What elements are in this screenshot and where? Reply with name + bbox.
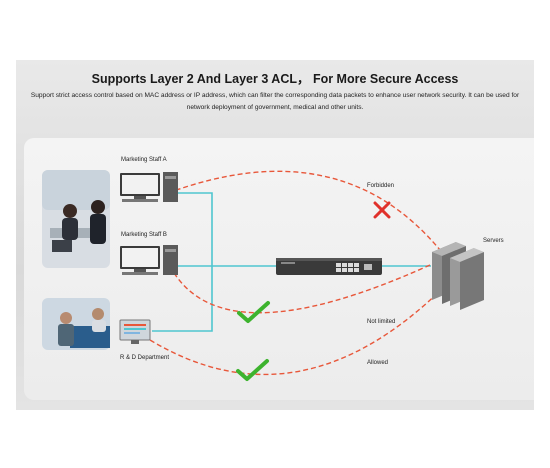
computer-icon xyxy=(120,172,178,202)
office-staff-photo xyxy=(42,170,110,268)
node-label-marketing-staff-b: Marketing Staff B xyxy=(121,232,167,238)
node-label-rd-department: R & D Department xyxy=(120,355,170,361)
path-label-allowed: Allowed xyxy=(367,360,389,366)
computer-icon xyxy=(120,245,178,275)
switch-links xyxy=(152,192,431,332)
node-label-marketing-staff-a: Marketing Staff A xyxy=(121,157,167,163)
switch-icon xyxy=(276,258,382,275)
node-label-servers: Servers xyxy=(483,238,504,244)
monitor-icon xyxy=(119,319,151,344)
path-label-not-limited: Not limited xyxy=(367,319,396,325)
path-label-forbidden: Forbidden xyxy=(367,183,395,189)
cross-icon xyxy=(373,201,391,219)
feature-title: Supports Layer 2 And Layer 3 ACL， For Mo… xyxy=(91,72,459,86)
check-icon xyxy=(236,359,269,381)
server-icon xyxy=(432,242,484,310)
check-icon xyxy=(237,301,270,323)
rd-team-photo xyxy=(42,298,110,350)
feature-description: Support strict access control based on M… xyxy=(30,92,520,111)
